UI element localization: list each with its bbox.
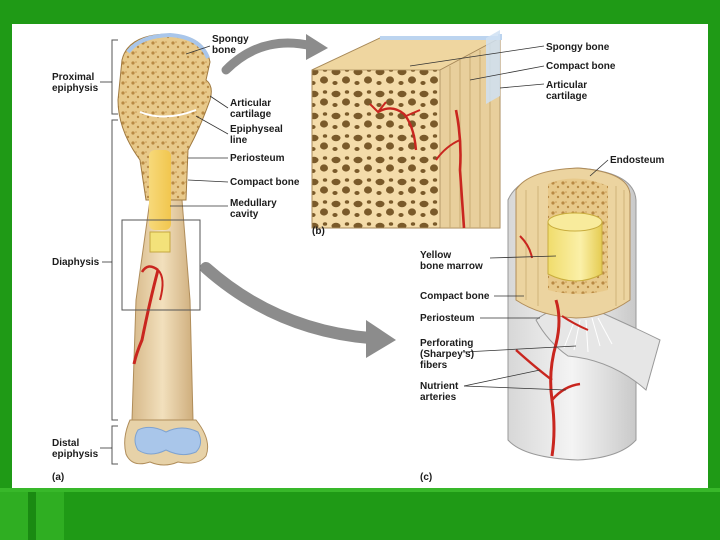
spongy-bone-block <box>311 30 502 229</box>
label-spongy-bone-b: Spongy bone <box>546 42 610 53</box>
label-yellow-bone-marrow: Yellow bone marrow <box>420 250 483 272</box>
label-proximal-epiphysis: Proximal epiphysis <box>52 72 99 94</box>
leader-lines-c <box>463 159 609 391</box>
panel-label-a: (a) <box>52 472 64 483</box>
panel-label-b: (b) <box>312 226 325 237</box>
label-distal-epiphysis: Distal epiphysis <box>52 438 99 460</box>
label-spongy-bone-a: Spongy bone <box>212 34 251 56</box>
label-compact-bone-b: Compact bone <box>546 61 616 72</box>
label-endosteum: Endosteum <box>610 155 665 166</box>
label-periosteum-c: Periosteum <box>420 313 475 324</box>
label-medullary-cavity: Medullary cavity <box>230 198 279 220</box>
label-diaphysis: Diaphysis <box>52 257 100 268</box>
label-compact-bone-c: Compact bone <box>420 291 490 302</box>
label-articular-cartilage-b: Articular cartilage <box>546 80 590 102</box>
label-epiphyseal-line: Epiphyseal line <box>230 124 286 146</box>
zoom-arrows <box>200 34 396 358</box>
footer-accent-stripe <box>28 488 36 540</box>
leader-lines-a <box>100 45 229 449</box>
panel-label-c: (c) <box>420 472 432 483</box>
footer-strip <box>0 488 720 492</box>
label-compact-bone-a: Compact bone <box>230 177 300 188</box>
label-articular-cartilage-a: Articular cartilage <box>230 98 274 120</box>
label-perforating-fibers: Perforating (Sharpey's) fibers <box>420 338 477 371</box>
region-brackets <box>111 39 118 465</box>
label-periosteum-a: Periosteum <box>230 153 285 164</box>
long-bone-illustration <box>117 32 212 466</box>
label-nutrient-arteries: Nutrient arteries <box>420 381 461 403</box>
leader-lines-b <box>409 45 545 89</box>
shaft-cutaway <box>507 167 661 461</box>
